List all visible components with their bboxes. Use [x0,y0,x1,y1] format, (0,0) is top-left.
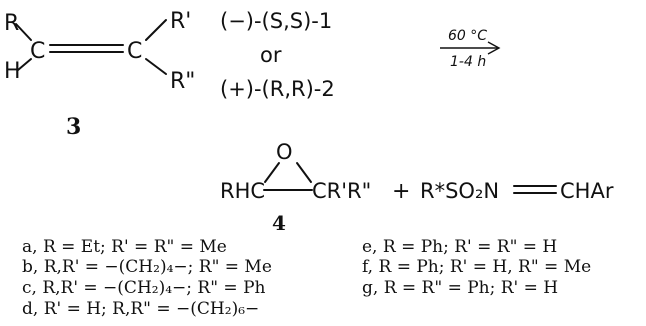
condition-temperature: 60 °C [448,28,487,44]
bond-H-C [17,58,32,71]
bond-R-C [15,23,32,41]
bond-C-R-double-prime [145,58,167,75]
alkene-H: H [4,59,21,84]
substituent-d: d, R' = H; R,R" = −(CH₂)₆− [22,299,259,319]
epoxide-bond-O-left [264,162,280,183]
substituent-list-right: e, R = Ph; R' = R" = H f, R = Ph; R' = H… [362,237,591,298]
reagent-1: (−)-(S,S)-1 [220,9,332,33]
alkene-structure: R H C C R' R" [4,9,195,94]
substituent-g: g, R = R" = Ph; R' = H [362,278,558,298]
epoxide-bond-O-right [296,162,312,183]
imine-structure: R*SO₂N CHAr [420,179,614,203]
substituent-e: e, R = Ph; R' = R" = H [362,237,557,257]
alkene-carbon-right: C [127,39,142,64]
substituent-a: a, R = Et; R' = R" = Me [22,237,227,257]
bond-C-R-prime [145,19,167,41]
epoxide-right-group: CR'R" [312,179,371,203]
reagent-or: or [260,43,282,67]
condition-time: 1-4 h [450,54,486,70]
alkene-carbon-left: C [30,39,45,64]
epoxide-oxygen: O [276,140,293,164]
substituent-f: f, R = Ph; R' = H, R" = Me [362,257,591,277]
epoxide-structure: O RHC CR'R" [220,140,371,203]
plus-sign: + [392,179,410,204]
compound-number-3: 3 [66,114,81,140]
imine-sulfonyl: R*SO₂N [420,179,499,203]
reaction-arrow-head [487,41,501,55]
epoxide-left-group: RHC [220,179,265,203]
reagent-2: (+)-(R,R)-2 [220,77,335,101]
imine-aryl: CHAr [560,179,614,203]
compound-number-4: 4 [272,211,286,235]
alkene-R-double-prime: R" [170,69,195,94]
alkene-R: R [4,11,19,36]
alkene-R-prime: R' [170,9,191,34]
substituent-b: b, R,R' = −(CH₂)₄−; R" = Me [22,257,272,277]
substituent-list-left: a, R = Et; R' = R" = Me b, R,R' = −(CH₂)… [22,237,272,319]
substituent-c: c, R,R' = −(CH₂)₄−; R" = Ph [22,278,266,298]
